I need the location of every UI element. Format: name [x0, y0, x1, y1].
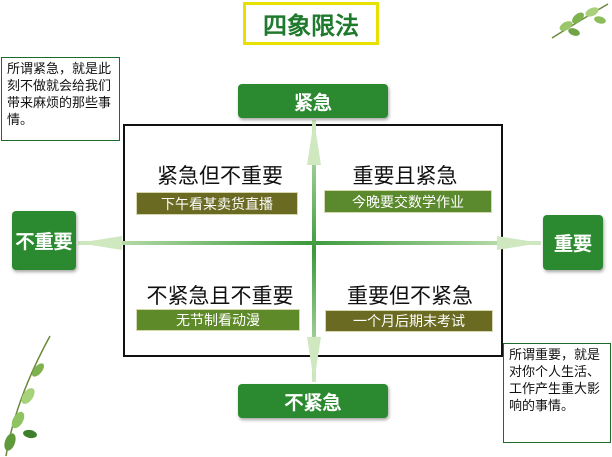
horizontal-axis	[78, 241, 541, 245]
quadrant-important-not-urgent-title: 重要但不紧急	[347, 284, 473, 308]
quadrant-important-not-urgent-example: 一个月后期末考试	[325, 310, 493, 332]
arrow-down-icon	[307, 337, 321, 382]
arrow-right-icon	[497, 236, 541, 250]
leaf-decoration-bottom-left	[4, 335, 51, 457]
arrow-up-icon	[307, 120, 321, 165]
axis-label-important: 重要	[543, 215, 603, 270]
axis-label-not-important: 不重要	[12, 211, 76, 270]
quadrant-not-urgent-not-important-title: 不紧急且不重要	[146, 284, 294, 308]
quadrant-not-urgent-not-important-example: 无节制看动漫	[136, 309, 300, 331]
page-title: 四象限法	[243, 2, 379, 45]
quadrant-urgent-not-important-title: 紧急但不重要	[157, 164, 283, 188]
quadrant-important-urgent-title: 重要且紧急	[352, 164, 458, 188]
arrow-left-icon	[78, 236, 122, 250]
important-definition-note: 所谓重要，就是对你个人生活、工作产生重大影响的事情。	[503, 343, 611, 443]
axis-label-not-urgent: 不紧急	[238, 384, 388, 418]
axis-label-urgent: 紧急	[238, 84, 388, 118]
leaf-decoration-top-right	[551, 3, 609, 39]
urgent-definition-note: 所谓紧急，就是此刻不做就会给我们带来麻烦的那些事情。	[1, 57, 120, 141]
quadrant-urgent-not-important-example: 下午看某卖货直播	[136, 192, 298, 215]
vertical-axis	[312, 120, 316, 382]
quadrant-important-urgent-example: 今晚要交数学作业	[324, 190, 492, 213]
